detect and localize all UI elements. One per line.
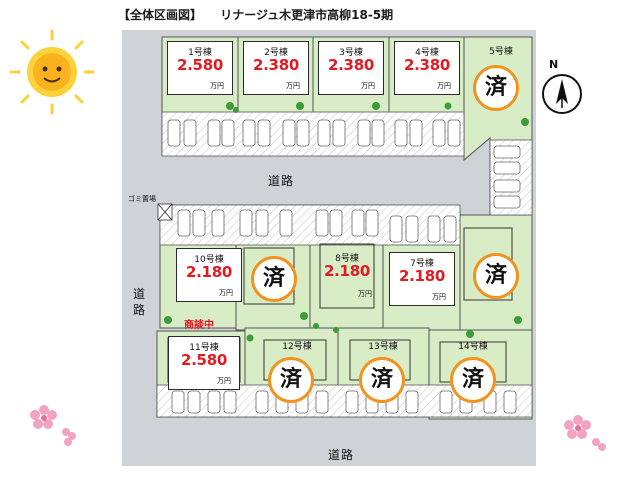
sold-badge-lot-13: 済	[359, 357, 405, 403]
price-unit: 万円	[432, 293, 446, 301]
lot-number: 13号棟	[368, 342, 398, 352]
price-unit: 万円	[358, 290, 372, 298]
price-unit: 万円	[217, 377, 231, 385]
road-label-bottom: 道路	[328, 448, 355, 462]
sold-badge-lot-5: 済	[473, 65, 519, 111]
page-title: 【全体区画図】 リナージュ木更津市高柳18-5期	[118, 6, 518, 26]
title-bracket: 【全体区画図】	[118, 8, 203, 22]
lot-card-1[interactable]: 1号棟 2.580 万円	[167, 41, 233, 95]
lot-card-12[interactable]: 12号棟	[264, 336, 330, 356]
lot-card-11[interactable]: 11号棟 2.580 万円	[168, 336, 240, 390]
compass-icon	[542, 74, 582, 114]
lot-number: 10号棟	[194, 255, 224, 265]
lot-price: 2.180	[399, 267, 445, 285]
lot-number: 5号棟	[489, 47, 513, 57]
lot-price: 2.180	[324, 262, 370, 280]
parking-slots	[167, 119, 521, 414]
lot-card-3[interactable]: 3号棟 2.380 万円	[318, 41, 384, 95]
lot-number: 4号棟	[415, 48, 439, 58]
lot-price: 2.380	[253, 56, 299, 74]
lot-card-4[interactable]: 4号棟 2.380 万円	[394, 41, 460, 95]
lot-number: 3号棟	[339, 48, 363, 58]
road-label-middle: 道路	[268, 174, 295, 188]
sold-badge-lot-12: 済	[268, 357, 314, 403]
sakura-flower-icon	[30, 405, 606, 451]
lot-card-2[interactable]: 2号棟 2.380 万円	[243, 41, 309, 95]
sold-badge-lot-6: 済	[473, 253, 519, 299]
lot-price: 2.380	[328, 56, 374, 74]
price-unit: 万円	[219, 289, 233, 297]
lot-card-7[interactable]: 7号棟 2.180 万円	[389, 252, 455, 306]
lot-card-14[interactable]: 14号棟	[440, 336, 506, 356]
compass-label: N	[549, 58, 559, 71]
lot-card-5[interactable]: 5号棟	[468, 41, 534, 63]
garbage-box	[157, 203, 173, 221]
price-unit: 万円	[286, 82, 300, 90]
lot-number: 7号棟	[410, 259, 434, 269]
lot-number: 11号棟	[189, 343, 219, 353]
lot-price: 2.580	[177, 56, 223, 74]
title-name: リナージュ木更津市高柳18-5期	[220, 8, 394, 22]
lot-card-10[interactable]: 10号棟 2.180 万円	[176, 248, 242, 302]
sold-badge-lot-9: 済	[251, 256, 297, 302]
price-unit: 万円	[361, 82, 375, 90]
price-unit: 万円	[210, 82, 224, 90]
lot-number: 2号棟	[264, 48, 288, 58]
lot-number: 14号棟	[458, 342, 488, 352]
garbage-label: ゴミ置場	[128, 195, 156, 203]
lot-number: 12号棟	[282, 342, 312, 352]
lot-price: 2.580	[181, 351, 227, 369]
trees	[164, 102, 529, 378]
lot-price: 2.380	[404, 56, 450, 74]
sold-badge-lot-14: 済	[450, 357, 496, 403]
lot-price: 2.180	[186, 263, 232, 281]
road-label-left-text: 道路	[132, 287, 145, 317]
road-label-left: 道路	[132, 286, 146, 318]
lot-card-13[interactable]: 13号棟	[350, 336, 416, 356]
lot-number: 1号棟	[188, 48, 212, 58]
negotiating-label: 商談中	[184, 320, 214, 331]
price-unit: 万円	[437, 82, 451, 90]
lot-card-8[interactable]: 8号棟 2.180 万円	[314, 248, 380, 302]
lot-number: 8号棟	[335, 254, 359, 264]
sun-icon	[9, 29, 95, 115]
